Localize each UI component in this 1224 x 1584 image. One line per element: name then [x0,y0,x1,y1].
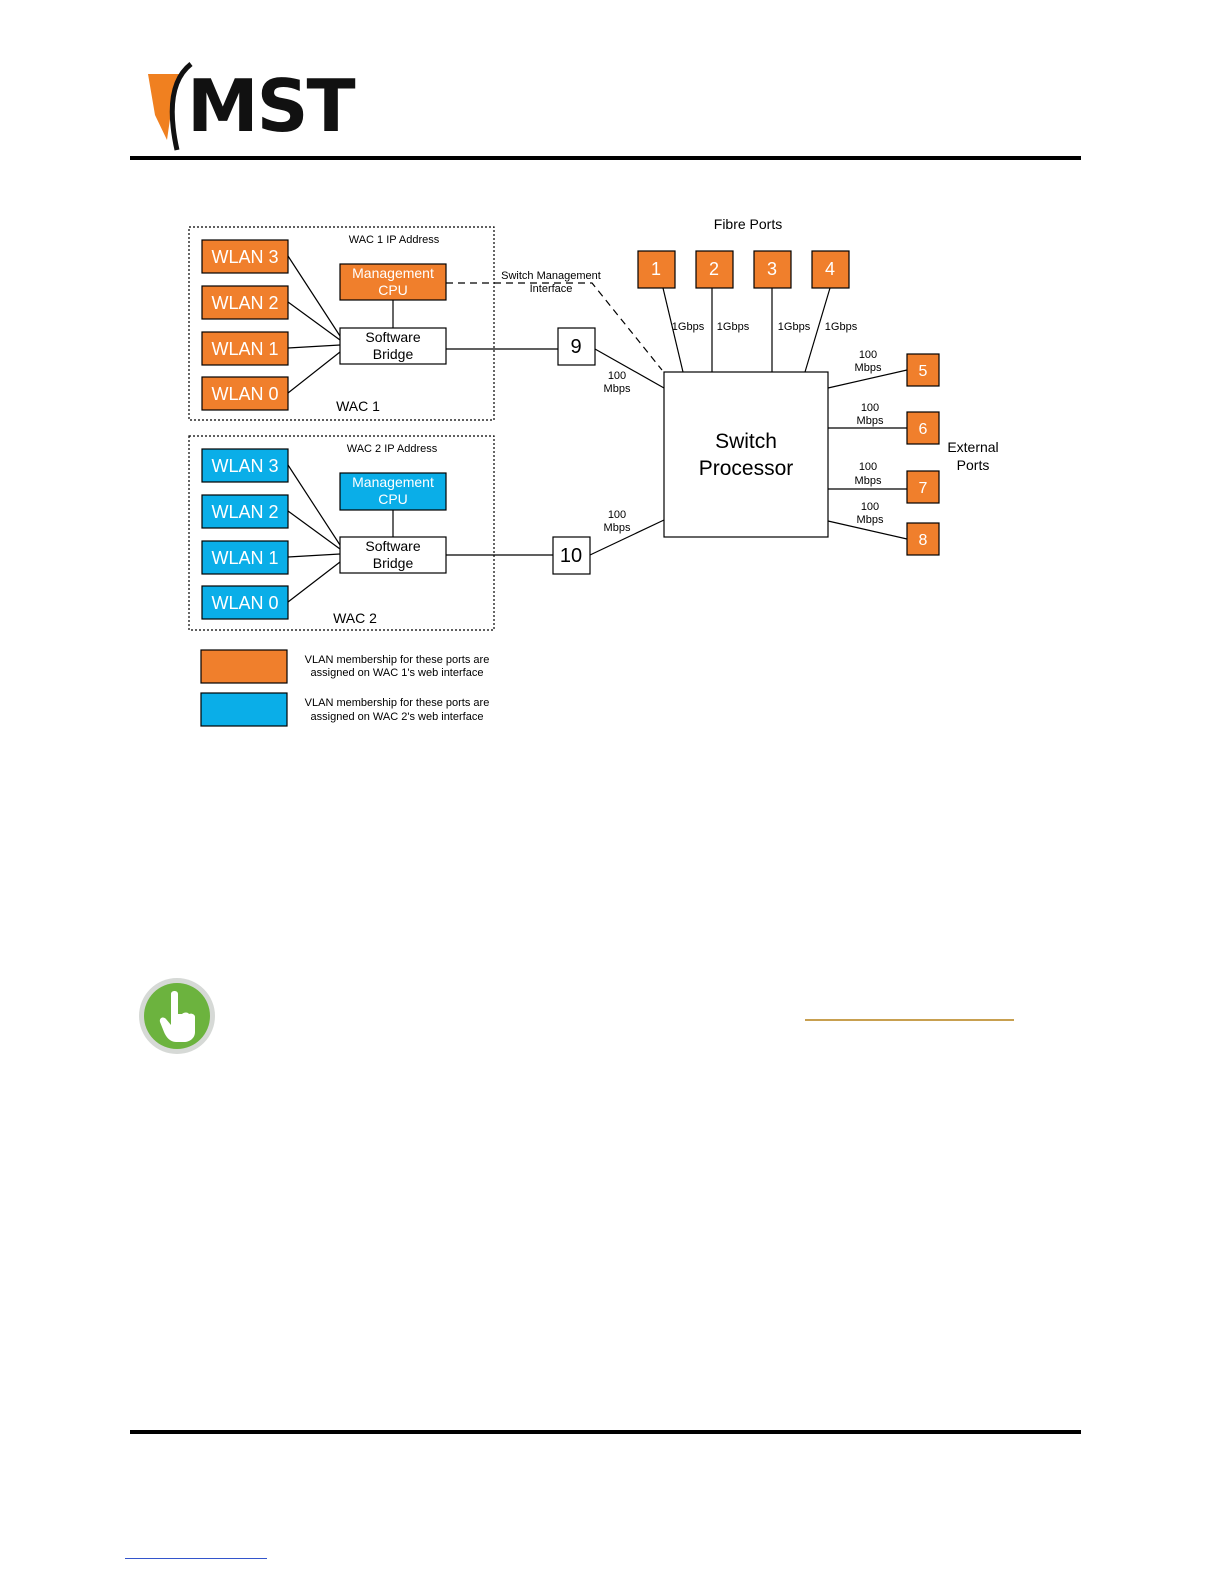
footer-rule [130,1430,1081,1434]
wac1-bridge-line2: Bridge [373,346,414,362]
wac2-group [188,435,495,631]
pointing-hand-icon [139,978,215,1054]
legend-wac1-swatch [200,649,288,684]
wac2-wlan2-box [201,494,289,529]
legend-wac1-line2: assigned on WAC 1's web interface [311,667,484,679]
wac2-wlan1-label: WLAN 1 [211,548,278,568]
port-8-speed-line2: Mbps [857,514,884,526]
port-9 [557,327,596,366]
external-port-5 [906,353,940,387]
wac2-wlan2-label: WLAN 2 [211,502,278,522]
logo-text: MST [187,64,356,148]
network-diagram: WAC 1 IP Address WAC 1 WLAN 3 WLAN 2 WLA… [188,216,999,727]
switch-mgmt-line1: Switch Management [501,270,601,282]
legend-wac1-line1: VLAN membership for these ports are [305,654,490,666]
wac2-mgmt-line1: Management [352,474,434,490]
external-port-7 [906,470,940,504]
wac1-group [188,226,495,421]
wac2-bridge-box [339,536,447,574]
wac1-wlan1-label: WLAN 1 [211,339,278,359]
wac2-name: WAC 2 [333,610,377,626]
wac2-wlan3-label: WLAN 3 [211,456,278,476]
fibre-port-3 [753,250,792,289]
switch-mgmt-link [446,282,663,371]
logo-mark-icon [148,62,193,151]
port-8-speed-line1: 100 [861,501,879,513]
external-port-5-label: 5 [919,363,928,380]
external-port-8 [906,522,940,556]
wac2-bridge-line1: Software [365,538,420,554]
switch-line1: Switch [715,430,777,453]
wac2-mgmt-line2: CPU [378,491,408,507]
port-7-speed-line2: Mbps [855,475,882,487]
port-5-speed-line2: Mbps [855,362,882,374]
external-port-6 [906,411,940,445]
external-port-6-label: 6 [919,421,928,438]
note-link-underline[interactable] [805,1019,1014,1021]
fibre-port-4 [811,250,850,289]
wac1-wlan0-label: WLAN 0 [211,384,278,404]
switch-processor [663,371,829,538]
fibre-port-3-label: 3 [767,259,777,279]
legend-wac2-line1: VLAN membership for these ports are [305,697,490,709]
external-port-8-label: 8 [919,532,928,549]
header-rule [130,156,1081,160]
fibre-port-2-label: 2 [709,259,719,279]
footer-link-underline[interactable] [125,1558,267,1559]
fibre-speed-1: 1Gbps [672,321,705,333]
fibre-port-2 [695,250,734,289]
wac2-ip-label: WAC 2 IP Address [347,443,438,455]
fibre-port-1 [637,250,676,289]
port-9-speed-line2: Mbps [604,383,631,395]
wac1-wlan-list: WLAN 3 WLAN 2 WLAN 1 WLAN 0 [201,239,289,411]
wac1-wlan3-box [201,239,289,274]
wac2-wlan0-box [201,585,289,620]
port-9-speed-line1: 100 [608,370,626,382]
fibre-ports-title: Fibre Ports [714,216,782,232]
wac1-wlan2-label: WLAN 2 [211,293,278,313]
mst-logo: MST [143,60,356,155]
fibre-port-4-label: 4 [825,259,835,279]
wac1-bridge-box [339,327,447,365]
wac1-wlan2-box [201,285,289,320]
fibre-speed-3: 1Gbps [778,321,811,333]
wac1-wlan1-box [201,331,289,366]
fibre-speed-2: 1Gbps [717,321,750,333]
external-ports-line2: Ports [957,457,990,473]
wac1-wlan3-label: WLAN 3 [211,247,278,267]
legend-wac2-swatch [200,692,288,727]
fibre-port-list: 1 2 3 4 [637,250,850,289]
wac2-mgmt-cpu-box [339,472,447,511]
wac1-name: WAC 1 [336,398,380,414]
external-port-list: 5 6 7 8 [906,353,940,556]
wac1-mgmt-line2: CPU [378,282,408,298]
wac2-wlan-list: WLAN 3 WLAN 2 WLAN 1 WLAN 0 [201,448,289,620]
fibre-port-1-label: 1 [651,259,661,279]
wac1-mgmt-line1: Management [352,265,434,281]
switch-mgmt-line2: Interface [530,283,573,295]
switch-line2: Processor [699,457,794,480]
port-10 [552,536,591,575]
port-5-speed-line1: 100 [859,349,877,361]
port-10-speed-line2: Mbps [604,522,631,534]
wac2-wlan3-box [201,448,289,483]
wac1-wlan0-box [201,376,289,411]
legend-wac2-line2: assigned on WAC 2's web interface [311,711,484,723]
wac1-bridge-line1: Software [365,329,420,345]
external-port-7-label: 7 [919,480,928,497]
port-10-speed-line1: 100 [608,509,626,521]
port-9-label: 9 [570,336,581,358]
fibre-speed-4: 1Gbps [825,321,858,333]
external-ports-line1: External [947,439,998,455]
port-6-speed-line1: 100 [861,402,879,414]
wac2-wlan1-box [201,540,289,575]
wac1-ip-label: WAC 1 IP Address [349,234,440,246]
port-6-speed-line2: Mbps [857,415,884,427]
wac1-mgmt-cpu-box [339,263,447,301]
wac2-bridge-line2: Bridge [373,555,414,571]
port-10-label: 10 [560,545,582,567]
wac2-wlan0-label: WLAN 0 [211,593,278,613]
port-7-speed-line1: 100 [859,461,877,473]
